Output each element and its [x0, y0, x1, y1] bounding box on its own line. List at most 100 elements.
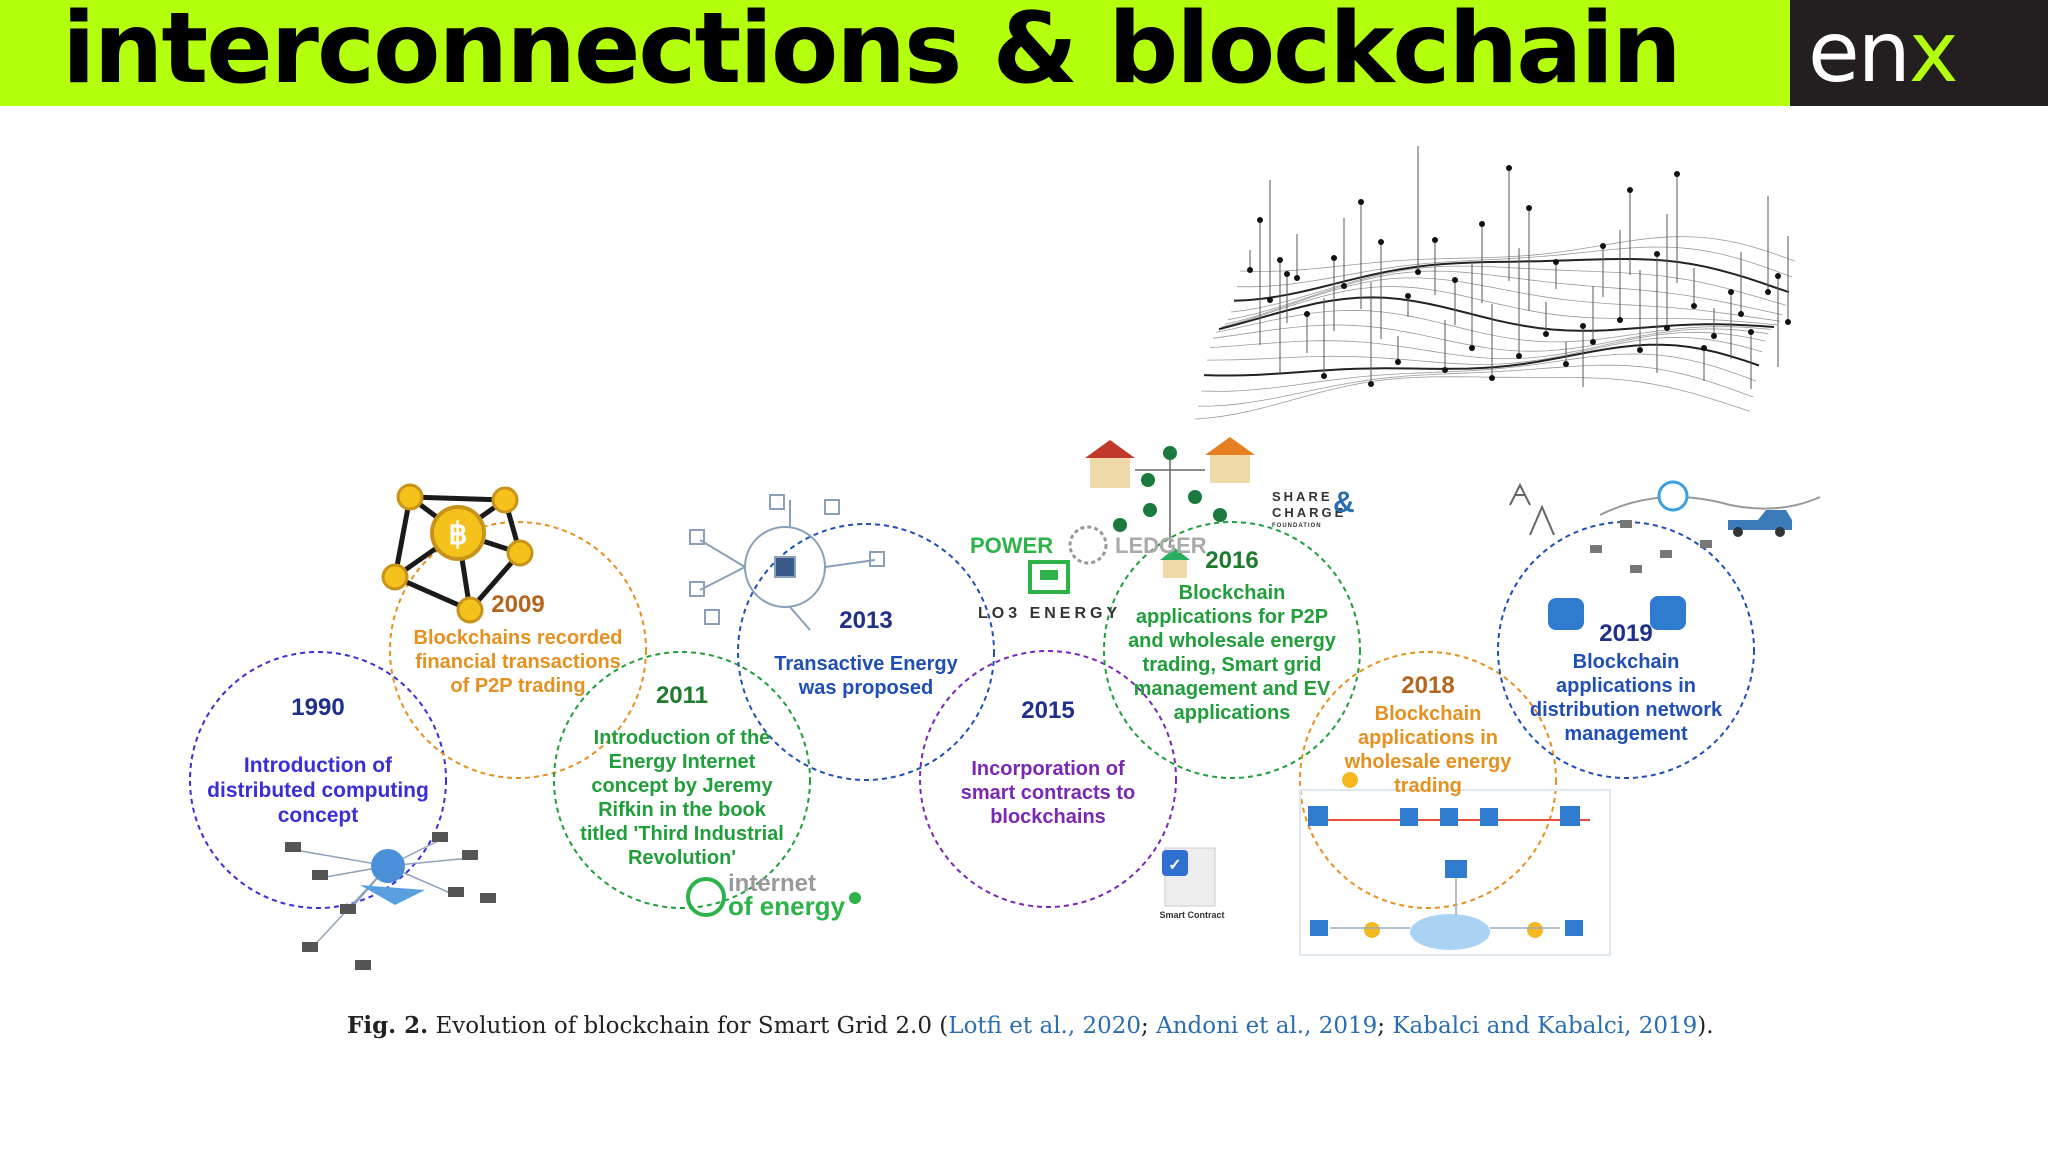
- wireframe-dot: [1664, 325, 1670, 331]
- timeline-text-2016-line-1: Blockchain: [1179, 582, 1286, 604]
- caption-text: Evolution of blockchain for Smart Grid 2…: [435, 1013, 949, 1039]
- timeline-year-2015: 2015: [1021, 697, 1074, 724]
- timeline-year-1990: 1990: [291, 694, 344, 721]
- timeline-circle-2013: [737, 523, 995, 781]
- share-text: SHARE: [1272, 489, 1333, 504]
- wireframe-dot: [1637, 347, 1643, 353]
- timeline-text-2011-line-5: titled 'Third Industrial: [580, 823, 784, 845]
- timeline-text-2013-line-1: Transactive Energy: [774, 653, 958, 675]
- timeline-year-2011: 2011: [656, 682, 708, 709]
- wireframe-dot: [1331, 255, 1337, 261]
- timeline-circle-2009: [389, 521, 647, 779]
- wireframe-dot: [1442, 367, 1448, 373]
- wireframe-dot: [1563, 361, 1569, 367]
- timeline-text-2011-line-3: concept by Jeremy: [591, 775, 773, 797]
- timeline-text-2019-line-2: applications in: [1556, 675, 1696, 697]
- caption-ref-3[interactable]: Kabalci and Kabalci,: [1392, 1013, 1632, 1039]
- wireframe-line: [1221, 286, 1778, 328]
- wireframe-dot: [1775, 273, 1781, 279]
- wireframe-dot: [1284, 271, 1290, 277]
- wireframe-dot: [1785, 319, 1791, 325]
- wireframe-dot: [1543, 331, 1549, 337]
- ampersand-glyph: &: [1333, 486, 1355, 519]
- timeline-text-2015-line-2: smart contracts to: [961, 782, 1136, 804]
- wireframe-dot: [1395, 359, 1401, 365]
- timeline-year-2019: 2019: [1599, 620, 1652, 647]
- wireframe-dot: [1506, 165, 1512, 171]
- wireframe-line: [1227, 270, 1784, 321]
- wireframe-dot: [1405, 293, 1411, 299]
- timeline-text-2016-line-4: trading, Smart grid: [1143, 654, 1322, 676]
- wireframe-line: [1212, 324, 1769, 352]
- caption-ref-2[interactable]: Andoni et al.,: [1156, 1013, 1312, 1039]
- caption-year-2[interactable]: 2019: [1318, 1013, 1378, 1039]
- timeline-text-2009-line-1: Blockchains recorded: [414, 627, 623, 649]
- timeline-text-2016-line-5: management and EV: [1134, 678, 1331, 700]
- wireframe-line: [1203, 343, 1760, 377]
- wireframe-dot: [1590, 339, 1596, 345]
- wireframe-dot: [1378, 239, 1384, 245]
- caption-year-1[interactable]: 2020: [1082, 1013, 1142, 1039]
- svg-text:✓: ✓: [1168, 857, 1181, 874]
- internet-of-energy-logo: internet of energy: [686, 870, 861, 921]
- timeline-text-2015-line-1: Incorporation of: [971, 758, 1125, 780]
- internet-text: internet: [728, 870, 816, 897]
- timeline-text-2009-line-3: of P2P trading: [450, 675, 585, 697]
- wireframe-dot: [1304, 311, 1310, 317]
- wireframe-dot: [1277, 257, 1283, 263]
- wireframe-landscape-graphic: [1194, 146, 1796, 420]
- charge-text: CHARGE: [1272, 505, 1346, 520]
- timeline-text-2011-line-6: Revolution': [628, 847, 736, 869]
- wireframe-dot: [1341, 283, 1347, 289]
- ledger-text: LEDGER: [1115, 533, 1207, 558]
- grid-distribution-icon: [1509, 480, 1821, 630]
- wireframe-line: [1233, 257, 1790, 302]
- wireframe-dot: [1526, 205, 1532, 211]
- caption-ref-1[interactable]: Lotfi et al.,: [948, 1013, 1076, 1039]
- wireframe-line: [1194, 376, 1751, 420]
- wireframe-dot: [1432, 237, 1438, 243]
- wireframe-dot: [1701, 345, 1707, 351]
- timeline-circle-2011: [553, 651, 811, 909]
- timeline-text-2018-line-2: applications in: [1358, 727, 1498, 749]
- timeline-text-1990-line-1: Introduction of: [244, 754, 393, 777]
- wireframe-dot: [1358, 199, 1364, 205]
- timeline-text-2016-line-3: and wholesale energy: [1128, 630, 1337, 652]
- timeline-text-2013-line-2: was proposed: [798, 677, 933, 699]
- logo-x: x: [1908, 3, 1959, 101]
- wireframe-dot: [1765, 289, 1771, 295]
- network-computers-icon: [285, 832, 496, 970]
- wireframe-line: [1206, 336, 1763, 365]
- smart-contract-label: Smart Contract: [1159, 910, 1224, 920]
- share-charge-logo: SHARE CHARGE FOUNDATION &: [1272, 486, 1355, 529]
- title-bar: interconnections & blockchain: [0, 0, 1790, 106]
- wireframe-dot: [1469, 345, 1475, 351]
- power-ledger-logo: POWER LEDGER: [970, 525, 1207, 594]
- wireframe-dot: [1368, 381, 1374, 387]
- wireframe-dot: [1294, 275, 1300, 281]
- timeline-text-2018-line-4: trading: [1394, 775, 1462, 797]
- timeline-text-2016-line-2: applications for P2P: [1136, 606, 1328, 628]
- energy-flow-diagram-icon: [1299, 772, 1611, 956]
- caption-year-3[interactable]: 2019: [1638, 1013, 1698, 1039]
- timeline-text-2019-line-4: management: [1564, 723, 1688, 745]
- bitcoin-network-icon: ฿: [381, 483, 534, 624]
- timeline-year-2016: 2016: [1205, 547, 1258, 574]
- wireframe-dot: [1728, 289, 1734, 295]
- power-ledger-text: POWER: [970, 533, 1053, 558]
- timeline-text-1990-line-3: concept: [278, 804, 359, 827]
- wireframe-dot: [1267, 297, 1273, 303]
- wireframe-dot: [1257, 217, 1263, 223]
- wireframe-dot: [1617, 317, 1623, 323]
- timeline-text-2018-line-3: wholesale energy: [1344, 751, 1513, 773]
- wireframe-line: [1209, 331, 1766, 360]
- p2p-houses-icon: [1085, 437, 1255, 578]
- wireframe-dot: [1516, 353, 1522, 359]
- page-title: interconnections & blockchain: [62, 0, 1682, 106]
- wireframe-dot: [1479, 221, 1485, 227]
- timeline-circle-2016: [1103, 521, 1361, 779]
- wireframe-line: [1224, 277, 1781, 325]
- svg-text:฿: ฿: [448, 518, 467, 551]
- timeline-year-2009: 2009: [491, 591, 544, 618]
